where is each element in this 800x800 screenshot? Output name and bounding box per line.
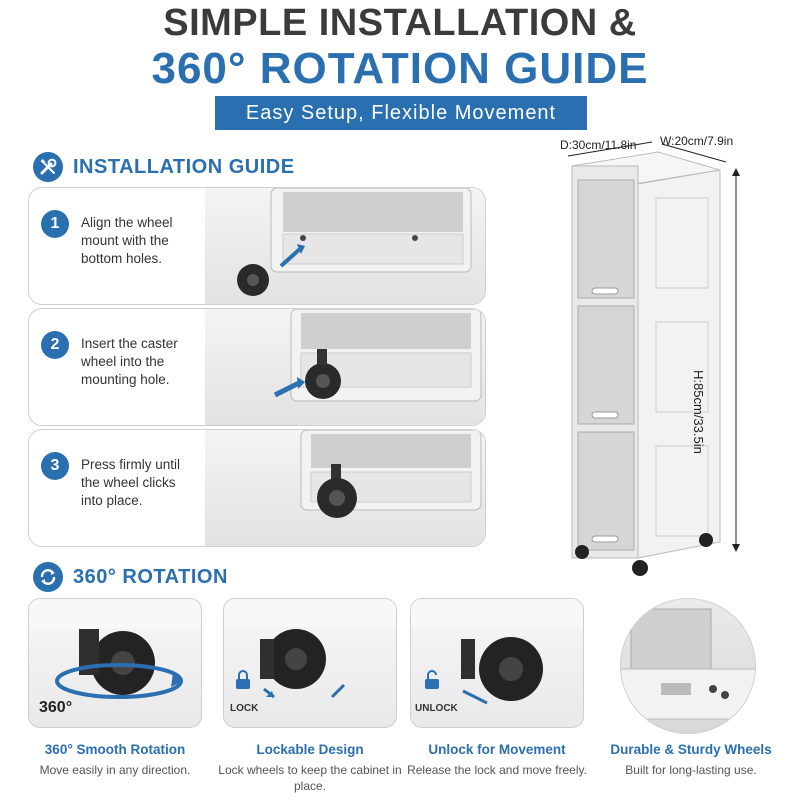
feature-desc: Built for long-lasting use.: [625, 763, 757, 777]
step-photo: [205, 430, 485, 546]
tools-icon: [33, 152, 63, 182]
feature-card-rotation: 360°: [28, 598, 202, 728]
feature-title: Unlock for Movement: [428, 742, 566, 757]
depth-dimension-label: D:30cm/11.8in: [560, 138, 637, 152]
rotation-heading: 360° ROTATION: [33, 562, 228, 592]
height-dimension-label: H:85cm/33.5in: [691, 370, 706, 454]
feature-desc: Lock wheels to keep the cabinet in place…: [218, 763, 402, 793]
feature-card-lock: LOCK: [223, 598, 397, 728]
wheel-closeup-photo: [620, 598, 756, 734]
installation-heading-text: INSTALLATION GUIDE: [73, 155, 295, 178]
lock-badge: LOCK: [230, 703, 259, 714]
rotation-badge: 360°: [39, 699, 73, 716]
installation-heading: INSTALLATION GUIDE: [33, 152, 295, 182]
step-card-2: 2 Insert the caster wheel into the mount…: [28, 308, 486, 426]
feature-desc: Release the lock and move freely.: [407, 763, 587, 777]
step-card-1: 1 Align the wheel mount with the bottom …: [28, 187, 486, 305]
feature-title: 360° Smooth Rotation: [44, 742, 186, 757]
cabinet-illustration: D:30cm/11.8in W:20cm/7.9in H:85cm/33.5in: [556, 130, 796, 590]
feature-title: Lockable Design: [256, 742, 364, 757]
page-title-line1: SIMPLE INSTALLATION &: [163, 2, 637, 44]
unlock-icon: [425, 679, 439, 689]
unlock-badge: UNLOCK: [415, 703, 458, 714]
width-dimension-label: W:20cm/7.9in: [660, 134, 734, 148]
rotate-icon: [33, 562, 63, 592]
step-text: Press firmly until the wheel clicks into…: [81, 457, 181, 508]
step-number: 2: [41, 331, 69, 359]
page-title-line2: 360° ROTATION GUIDE: [151, 44, 649, 93]
lock-icon: [236, 679, 250, 689]
step-card-3: 3 Press firmly until the wheel clicks in…: [28, 429, 486, 547]
step-number: 1: [41, 210, 69, 238]
step-text: Align the wheel mount with the bottom ho…: [81, 215, 173, 266]
rotation-heading-text: 360° ROTATION: [73, 565, 228, 588]
feature-desc: Move easily in any direction.: [39, 763, 191, 777]
step-text: Insert the caster wheel into the mountin…: [81, 336, 178, 387]
step-photo: [205, 188, 485, 304]
feature-title: Durable & Sturdy Wheels: [610, 742, 772, 757]
subtitle-banner: Easy Setup, Flexible Movement: [215, 96, 587, 130]
feature-card-unlock: UNLOCK: [410, 598, 584, 728]
step-number: 3: [41, 452, 69, 480]
step-photo: [205, 309, 485, 425]
